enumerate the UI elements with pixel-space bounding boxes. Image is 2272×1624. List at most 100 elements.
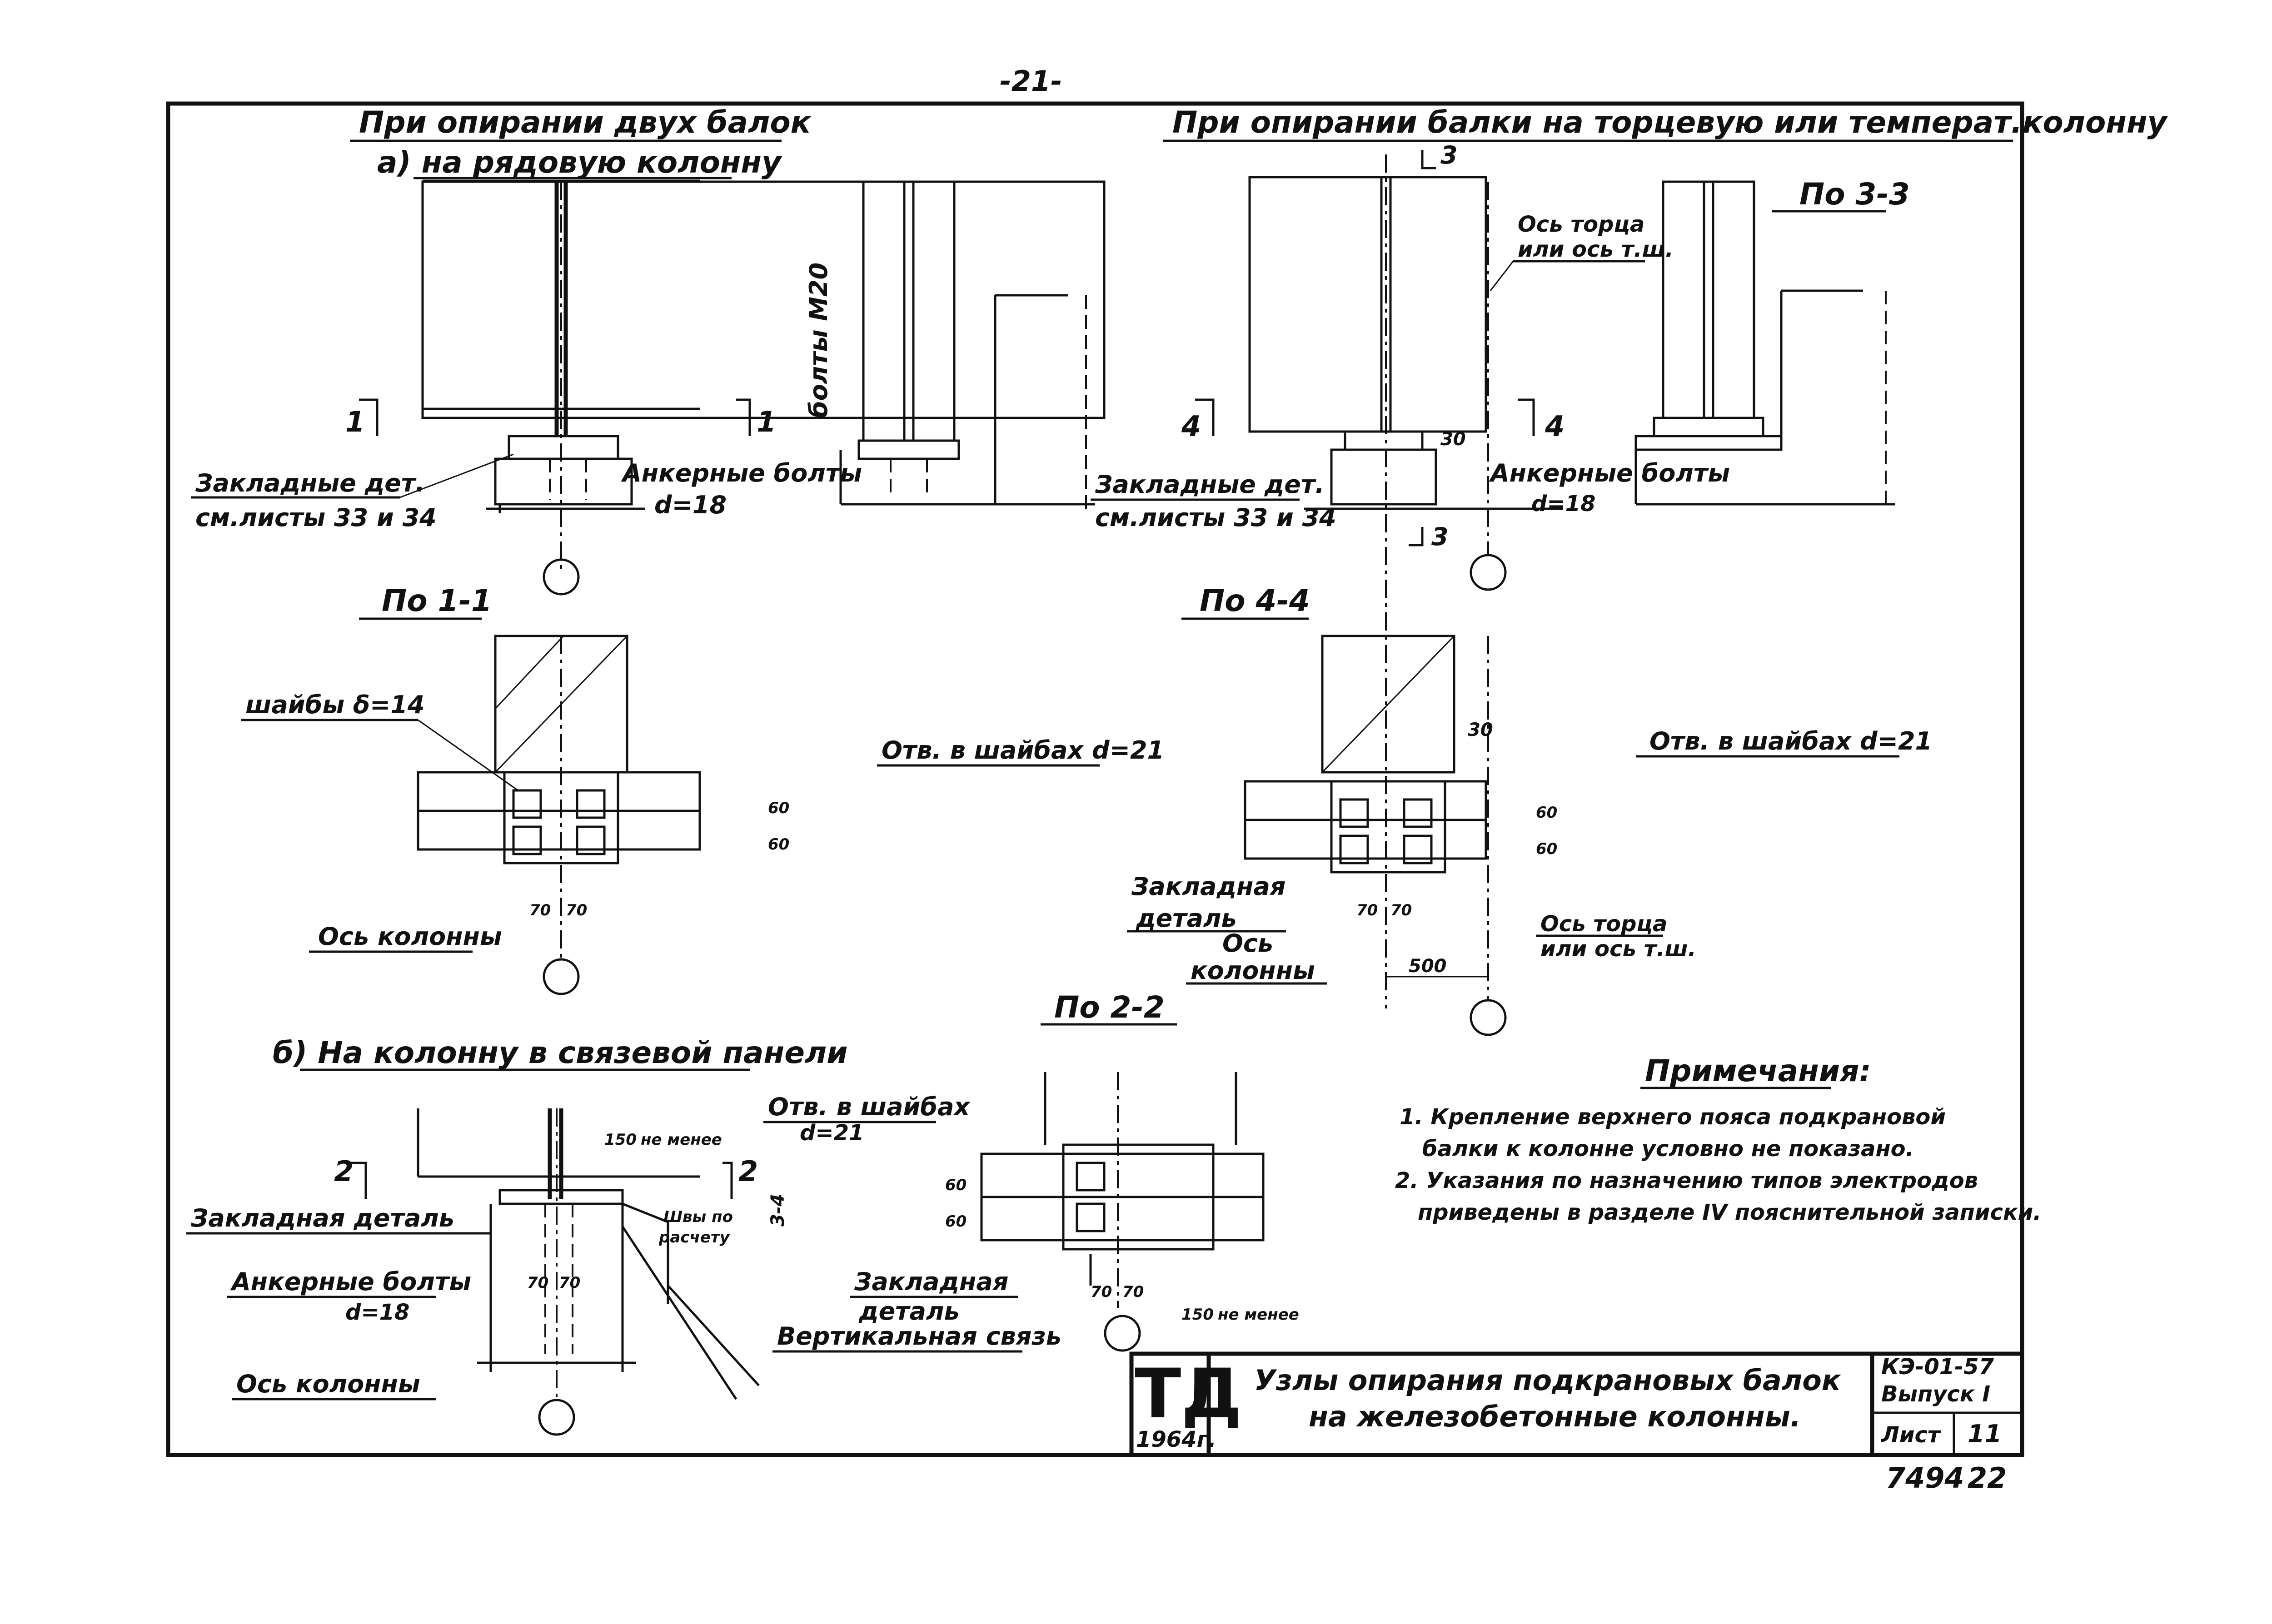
dim-60-22b: 60 (945, 1212, 967, 1231)
title-logo: ТД (1135, 1355, 1242, 1434)
cut-mark-2-right: 2 (738, 1155, 758, 1188)
view-end-elevation (1248, 154, 1563, 1008)
view-4-4-title: По 4-4 (1200, 583, 1310, 618)
note-2a: 2. Указания по назначению типов электрод… (1395, 1168, 1978, 1193)
title-code: КЭ-01-57 (1881, 1354, 1994, 1380)
label-holes-11: Отв. в шайбах d=21 (882, 736, 1164, 765)
header-left: При опирании двух балок (359, 105, 812, 140)
label-embedded-detail-22b: деталь (858, 1297, 960, 1326)
title-line-1: Узлы опирания подкрановых балок (1254, 1364, 1842, 1397)
label-vertical-bracing: Вертикальная связь (777, 1322, 1061, 1351)
title-sheet-label: Лист (1880, 1422, 1942, 1448)
label-embedded-detail-44b: деталь (1136, 904, 1237, 933)
dim-60-11a: 60 (768, 799, 789, 817)
label-holes-22a: Отв. в шайбах (768, 1093, 971, 1121)
title-block (1129, 1351, 2024, 1457)
view-3-3-title: По 3-3 (1799, 177, 1910, 212)
label-d18-end: d=18 (1531, 491, 1595, 517)
header-right: При опирании балки на торцевую или темпе… (1172, 105, 2168, 140)
label-column-axis-b: Ось колонны (236, 1370, 420, 1398)
label-embedded-parts-a: Закладные дет. (195, 469, 425, 497)
label-axis-end-1: Ось торца (1518, 212, 1644, 237)
label-embedded-parts-end: Закладные дет. (1095, 470, 1325, 499)
dim-30-end: 30 (1440, 429, 1466, 450)
dim-60-22a: 60 (945, 1176, 967, 1194)
label-anchor-bolts-b: Анкерные болты (230, 1267, 471, 1296)
label-welds-2: расчету (658, 1228, 731, 1247)
title-line-2: на железобетонные колонны. (1309, 1400, 1801, 1433)
label-d21: d=21 (800, 1120, 864, 1146)
label-washers: шайбы δ=14 (245, 690, 424, 719)
label-axis-end-44a: Ось торца (1540, 911, 1667, 937)
stamp-number-2: 22 (1968, 1461, 2007, 1495)
cut-mark-3-top: 3 (1440, 141, 1458, 169)
cut-mark-3-bottom: 3 (1431, 522, 1449, 551)
section-b-label: б) На колонну в связевой панели (273, 1035, 848, 1070)
dim-150-22: 150 (1181, 1306, 1214, 1324)
label-d18-b: d=18 (345, 1300, 409, 1325)
label-column-axis-11: Ось колонны (318, 922, 502, 951)
stamp-number: 7494 (1886, 1461, 1964, 1495)
label-axis-end-44b: или ось т.ш. (1540, 936, 1696, 962)
view-1-1-title: По 1-1 (382, 583, 492, 618)
note-1b: балки к колонне условно не показано. (1422, 1136, 1914, 1162)
dim-70-44a: 70 (1356, 901, 1378, 919)
notes-title: Примечания: (1645, 1053, 1871, 1088)
label-not-less-22: не менее (1218, 1306, 1299, 1324)
view-2-2-drawing (980, 1072, 1265, 1352)
dim-70-bb: 70 (559, 1274, 580, 1292)
cut-mark-4-left: 4 (1181, 410, 1201, 443)
note-2b: приведены в разделе IV пояснительной зап… (1418, 1200, 2041, 1225)
view-3-3-drawing (1634, 180, 1895, 509)
drawing-frame (166, 101, 2024, 1457)
dim-70-11a: 70 (529, 901, 551, 919)
label-axis-44a: Ось (1222, 929, 1273, 958)
label-bolts-m20: болты М20 (804, 263, 833, 418)
label-see-sheets-end: см.листы 33 и 34 (1095, 503, 1336, 532)
dim-70-22b: 70 (1122, 1283, 1144, 1301)
label-embedded-detail-22a: Закладная (854, 1267, 1008, 1296)
dim-150-b: 150 (604, 1131, 637, 1149)
label-axis-end-2: или ось т.ш. (1518, 237, 1674, 262)
title-sheet-number: 11 (1968, 1420, 2002, 1448)
title-year: 1964г. (1136, 1427, 1216, 1452)
view-4-4-drawing (1244, 635, 1507, 1036)
view-2-2-title: По 2-2 (1054, 990, 1165, 1025)
dim-70-22a: 70 (1091, 1283, 1112, 1301)
dim-70-44b: 70 (1390, 901, 1412, 919)
label-see-sheets-a: см.листы 33 и 34 (195, 503, 437, 532)
axis-bubble (543, 558, 580, 596)
view-1-1-drawing (417, 635, 701, 995)
title-issue: Выпуск I (1881, 1381, 1990, 1407)
beam-outline-left-right (421, 180, 1106, 419)
label-anchor-bolts-a: Анкерные болты (621, 459, 862, 487)
axis-bubble-end (1470, 554, 1507, 591)
label-d18-a: d=18 (654, 491, 727, 519)
section-a-label: а) на рядовую колонну (377, 145, 782, 180)
dim-60-11b: 60 (768, 835, 789, 854)
dim-34: 3-4 (767, 1194, 788, 1227)
page-number: -21- (1000, 65, 1062, 98)
dim-60-44a: 60 (1536, 804, 1557, 822)
cut-mark-4-right: 4 (1545, 410, 1564, 443)
dim-500: 500 (1409, 956, 1447, 977)
view-a-elevation (421, 179, 1106, 596)
label-holes-44: Отв. в шайбах d=21 (1649, 727, 1932, 755)
dim-60-44b: 60 (1536, 840, 1557, 858)
label-welds-1: Швы по (663, 1208, 733, 1226)
dim-30-44: 30 (1468, 720, 1493, 740)
label-anchor-bolts-end: Анкерные болты (1489, 459, 1730, 487)
label-axis-44b: колонны (1191, 956, 1315, 985)
cut-mark-2-left: 2 (334, 1155, 354, 1188)
label-embedded-detail-b: Закладная деталь (190, 1204, 454, 1232)
view-a-side (839, 180, 1095, 509)
view-b-elevation (417, 1108, 760, 1436)
dim-70-ba: 70 (527, 1274, 548, 1292)
cut-mark-1-right: 1 (757, 405, 776, 438)
label-not-less-b: не менее (641, 1131, 722, 1149)
label-embedded-detail-44a: Закладная (1131, 872, 1285, 901)
dim-70-11b: 70 (566, 901, 587, 919)
note-1a: 1. Крепление верхнего пояса подкрановой (1400, 1104, 1946, 1130)
cut-mark-1-left: 1 (345, 405, 365, 438)
